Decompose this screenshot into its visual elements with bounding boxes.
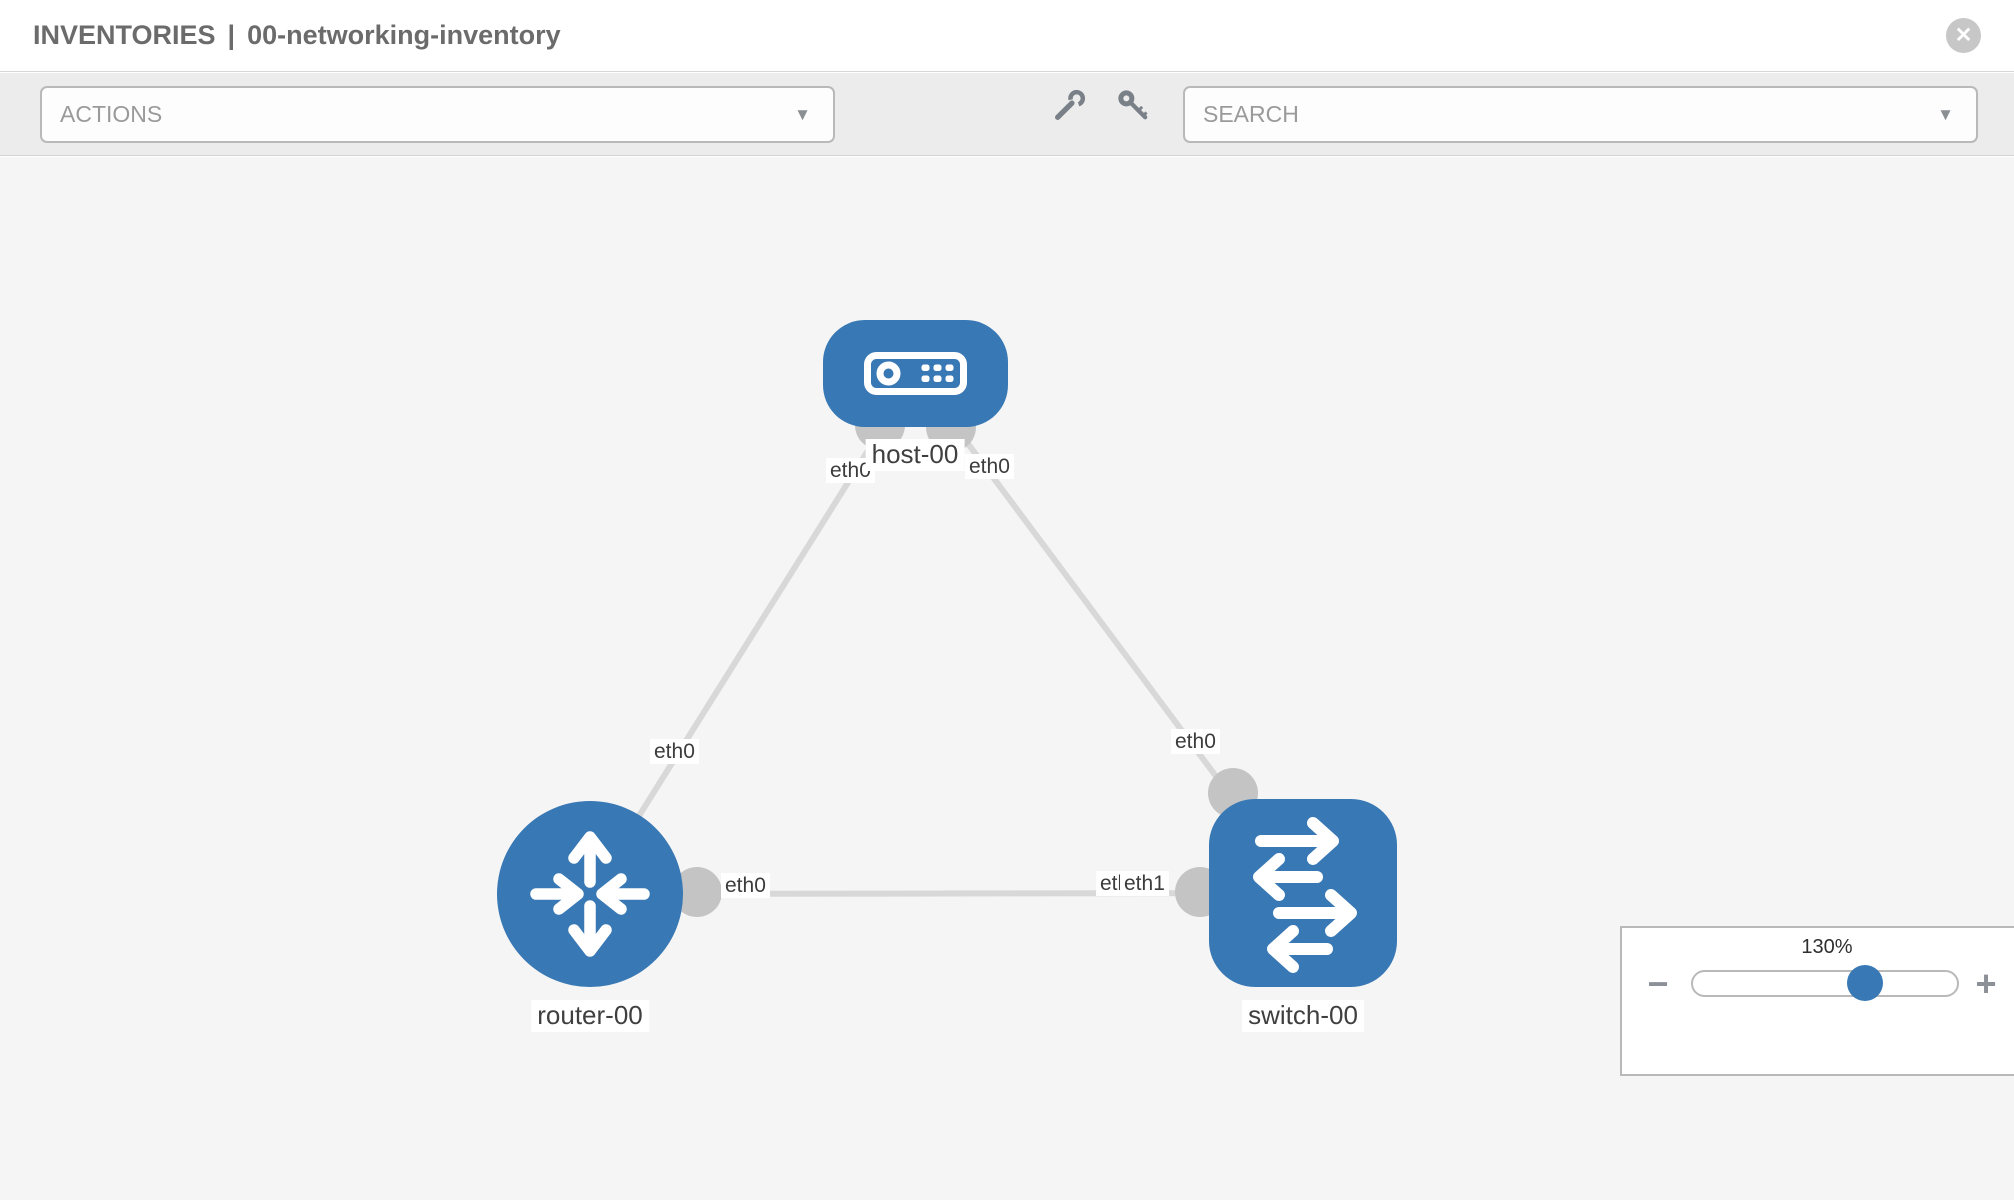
router-icon xyxy=(530,831,650,957)
zoom-in-button[interactable]: + xyxy=(1966,962,2006,1006)
search-input[interactable] xyxy=(1203,101,1938,128)
credentials-button[interactable] xyxy=(1110,83,1158,131)
interface-label: eth0 xyxy=(721,873,770,899)
zoom-slider-track[interactable] xyxy=(1691,965,1959,1001)
inventory-name: 00-networking-inventory xyxy=(247,20,561,50)
zoom-level: 130% xyxy=(1801,936,1853,958)
host-icon xyxy=(864,352,967,395)
breadcrumb-section: INVENTORIES xyxy=(33,20,216,50)
configure-button[interactable] xyxy=(1045,83,1093,131)
node-label-switch: switch-00 xyxy=(1242,1000,1364,1032)
actions-dropdown[interactable]: ACTIONS ▼ xyxy=(40,86,835,143)
close-button[interactable]: ✕ xyxy=(1946,18,1981,53)
header-bar: INVENTORIES | 00-networking-inventory ✕ xyxy=(0,0,2014,72)
minus-icon: − xyxy=(1647,963,1669,1004)
toolbar: ACTIONS ▼ ▼ xyxy=(0,73,2014,156)
node-host-00[interactable] xyxy=(823,320,1008,427)
node-switch-00[interactable] xyxy=(1209,799,1397,987)
page-title: INVENTORIES | 00-networking-inventory xyxy=(33,0,561,71)
interface-label: eth1 xyxy=(1120,871,1169,897)
wrench-icon xyxy=(1055,89,1086,120)
actions-dropdown-label: ACTIONS xyxy=(60,101,163,127)
zoom-slider-knob[interactable] xyxy=(1847,965,1883,1001)
key-icon xyxy=(1118,89,1148,119)
chevron-down-icon[interactable]: ▼ xyxy=(794,104,811,124)
node-label-host: host-00 xyxy=(865,439,965,471)
node-label-router: router-00 xyxy=(531,1000,649,1032)
search-box[interactable]: ▼ xyxy=(1183,86,1978,143)
zoom-panel: 130% xyxy=(1620,926,2014,1076)
interface-label: eth0 xyxy=(965,454,1014,480)
node-router-00[interactable] xyxy=(497,801,683,987)
interface-label: eth0 xyxy=(1171,729,1220,755)
close-icon: ✕ xyxy=(1954,24,1973,47)
plus-icon: + xyxy=(1975,963,1997,1004)
search-chevron-down-icon[interactable]: ▼ xyxy=(1937,104,1954,124)
port-circle xyxy=(672,867,722,917)
switch-icon xyxy=(1253,817,1357,973)
title-separator: | xyxy=(227,20,236,50)
interface-label: eth0 xyxy=(650,739,699,765)
zoom-out-button[interactable]: − xyxy=(1638,962,1678,1006)
